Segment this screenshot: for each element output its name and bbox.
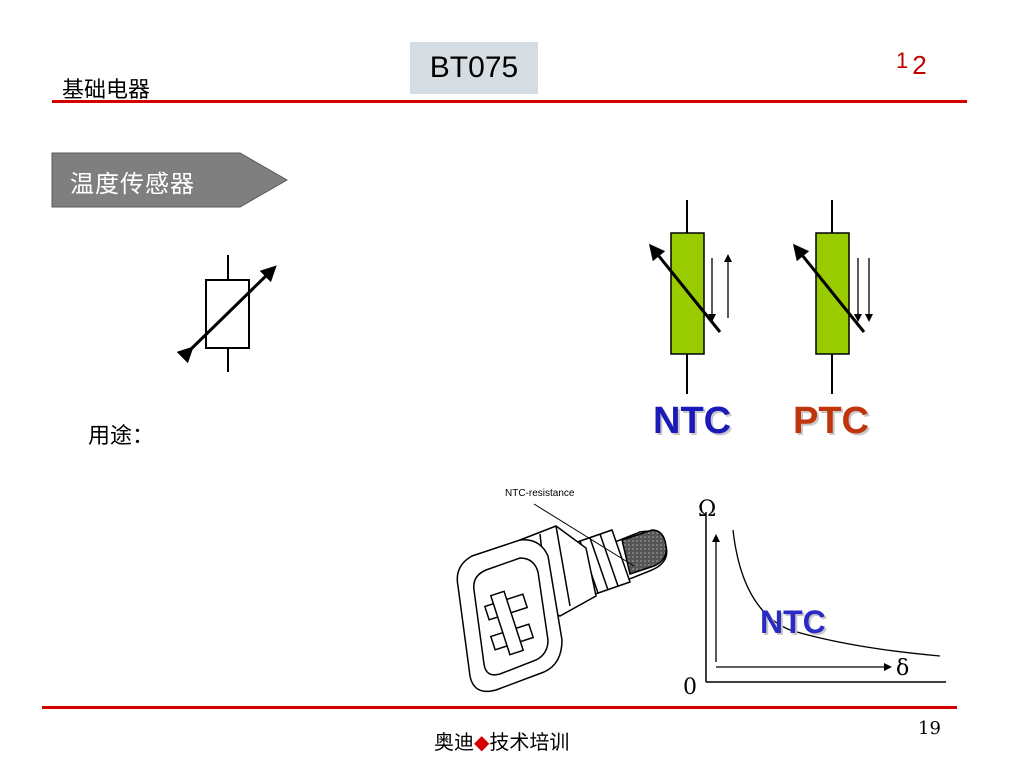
ntc-thermistor-diagram [648,200,732,394]
header-title: 基础电器 [62,78,151,103]
sensor-callout-label: NTC-resistance [505,488,575,499]
header-rule [52,100,967,103]
ntc-graph [705,512,946,683]
ptc-label: PTC [793,400,869,442]
footer-text: 奥迪◆技术培训 [434,726,569,755]
ntc-label: NTC [653,400,732,442]
section-banner-label: 温度传感器 [70,170,195,198]
footer-rule [42,706,957,709]
thermistor-symbol [176,255,277,372]
usage-label: 用途： [88,424,155,449]
graph-origin-label: 0 [683,675,697,700]
page-number: 19 [918,718,941,739]
page-indicator-top: 1 [896,48,909,73]
graph-curve-label: NTC [760,604,826,640]
ptc-thermistor-diagram [792,200,873,394]
diamond-icon: ◆ [474,730,490,754]
graph-x-axis-label: δ [896,656,910,681]
section-banner [51,152,289,208]
document-code: BT075 [410,42,538,94]
footer-text-left: 奥迪 [434,730,474,754]
temperature-sensor-drawing [456,503,668,693]
page-indicator-main: 2 [912,50,927,80]
footer-text-right: 技术培训 [489,730,570,754]
graph-y-axis-label: Ω [698,497,717,522]
